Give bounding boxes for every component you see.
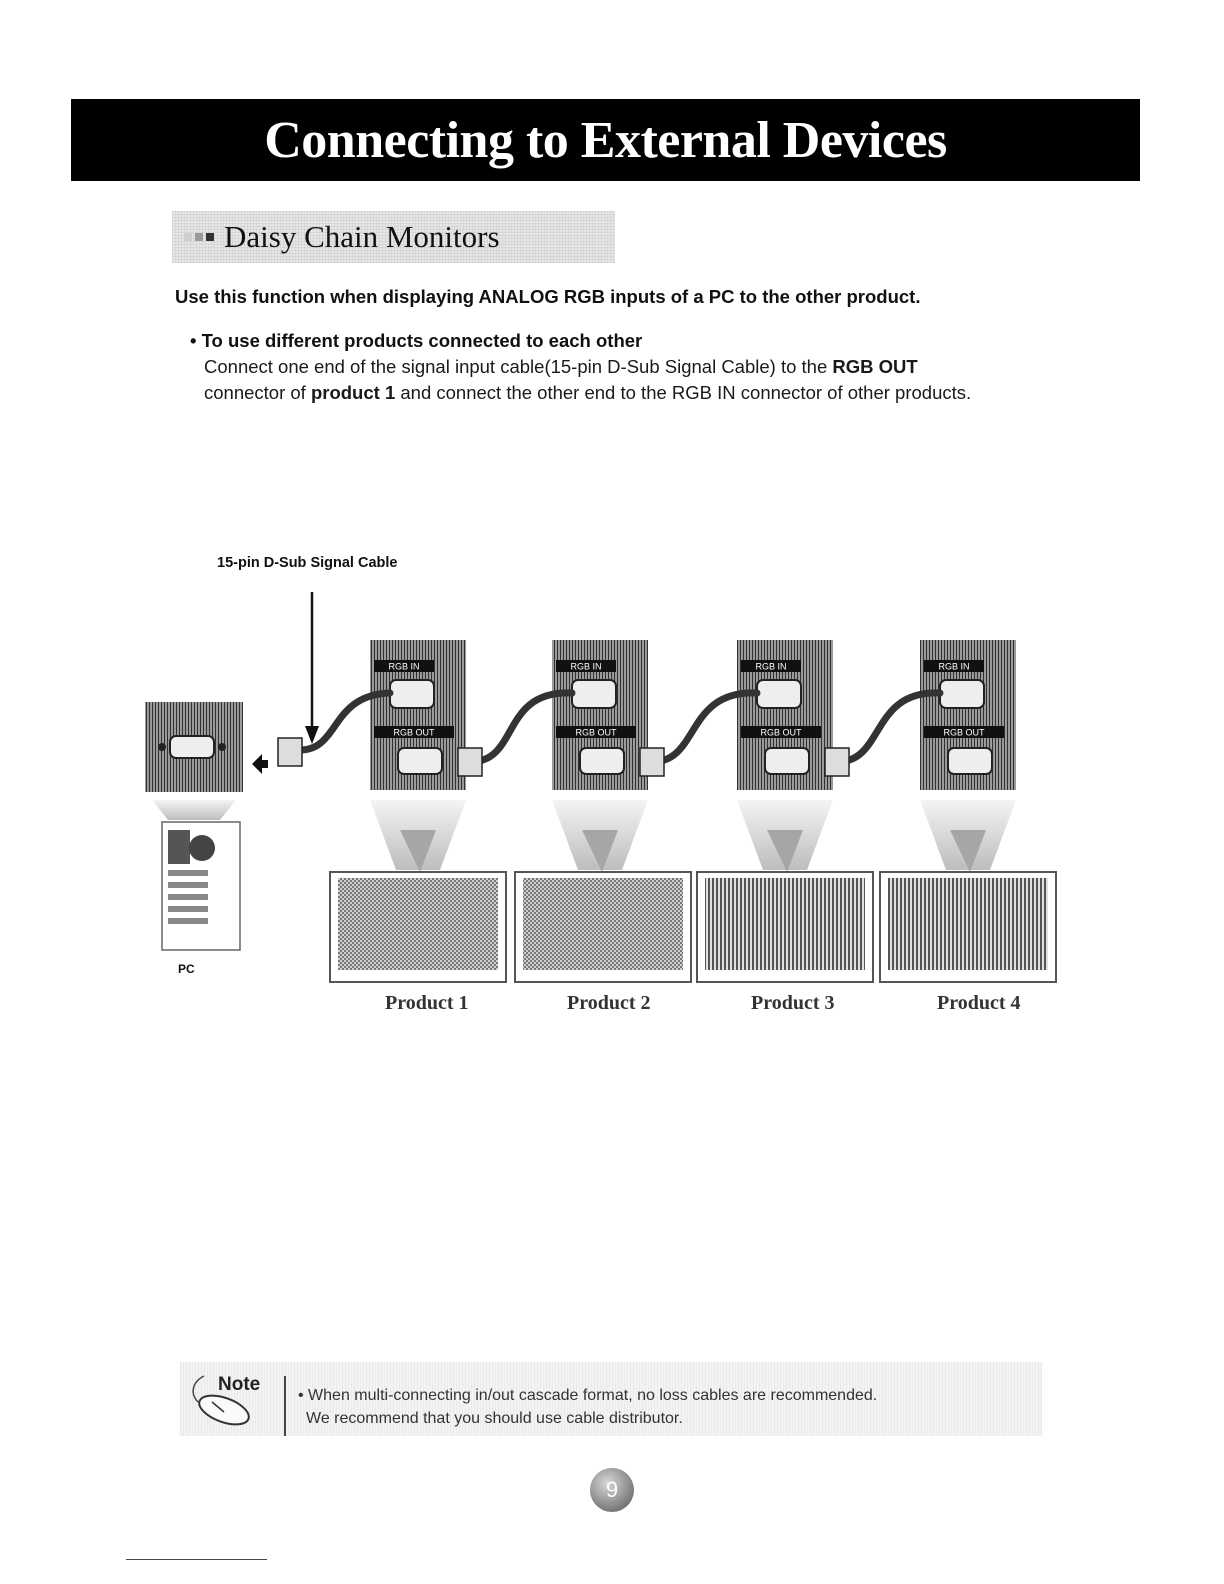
port-label-rgb-out: RGB OUT [760,728,802,738]
section-heading: Daisy Chain Monitors [172,211,615,263]
footer-rule [126,1559,267,1560]
product-label-3: Product 3 [751,992,835,1014]
body-text: Connect one end of the signal input cabl… [204,356,833,377]
subsection: • To use different products connected to… [190,330,1030,406]
body-text: and connect the other end to the RGB IN … [395,382,972,403]
monitor-4-icon [879,871,1057,983]
title-bar: Connecting to External Devices [71,99,1140,181]
port-label-rgb-out: RGB OUT [575,728,617,738]
port-label-rgb-in: RGB IN [755,662,786,672]
body-bold-rgb-out: RGB OUT [832,356,918,377]
port-label-rgb-out: RGB OUT [943,728,985,738]
monitor-1-icon [329,871,507,983]
section-bullets-icon [184,233,214,241]
body-bold-product-1: product 1 [310,382,396,403]
cable-label: 15-pin D-Sub Signal Cable [217,555,398,571]
pointer-arrowhead [305,726,319,744]
pc-tower-icon [152,800,241,951]
product-label-1: Product 1 [385,992,469,1014]
daisy-chain-diagram: RGB IN RGB OUT RGB IN RGB OUT RGB IN RGB… [145,592,1057,983]
cable-connectors [277,737,850,777]
monitor-2-icon [514,871,692,983]
body-text: connector of [204,382,311,403]
note-line-2: We recommend that you should use cable d… [306,1410,683,1427]
note-box: Note • When multi-connecting in/out casc… [180,1362,1042,1436]
mouse-icon [192,1375,250,1426]
page-title: Connecting to External Devices [264,111,947,169]
plug-arrow-icon [252,754,262,774]
note-label: Note [218,1374,261,1395]
subsection-title: • To use different products connected to… [190,330,643,351]
pc-rgb-port-panel [145,702,243,792]
port-label-rgb-in: RGB IN [388,662,419,672]
product-2-unit: RGB IN RGB OUT [552,640,648,872]
signal-cables [296,689,944,766]
pc-label: PC [178,962,195,976]
port-label-rgb-in: RGB IN [570,662,601,672]
section-title: Daisy Chain Monitors [224,219,500,254]
product-4-unit: RGB IN RGB OUT [920,640,1016,872]
note-line-1: • When multi-connecting in/out cascade f… [298,1387,878,1404]
product-label-2: Product 2 [567,992,651,1014]
monitor-3-icon [696,871,874,983]
intro-text: Use this function when displaying ANALOG… [175,286,921,307]
product-3-unit: RGB IN RGB OUT [737,640,833,872]
product-1-unit: RGB IN RGB OUT [370,640,466,872]
port-label-rgb-in: RGB IN [938,662,969,672]
note-divider [284,1376,286,1436]
note-text: • When multi-connecting in/out cascade f… [298,1384,877,1430]
product-label-4: Product 4 [937,992,1021,1014]
port-label-rgb-out: RGB OUT [393,728,435,738]
subsection-body: Connect one end of the signal input cabl… [204,354,1030,406]
page-number: 9 [590,1468,634,1512]
